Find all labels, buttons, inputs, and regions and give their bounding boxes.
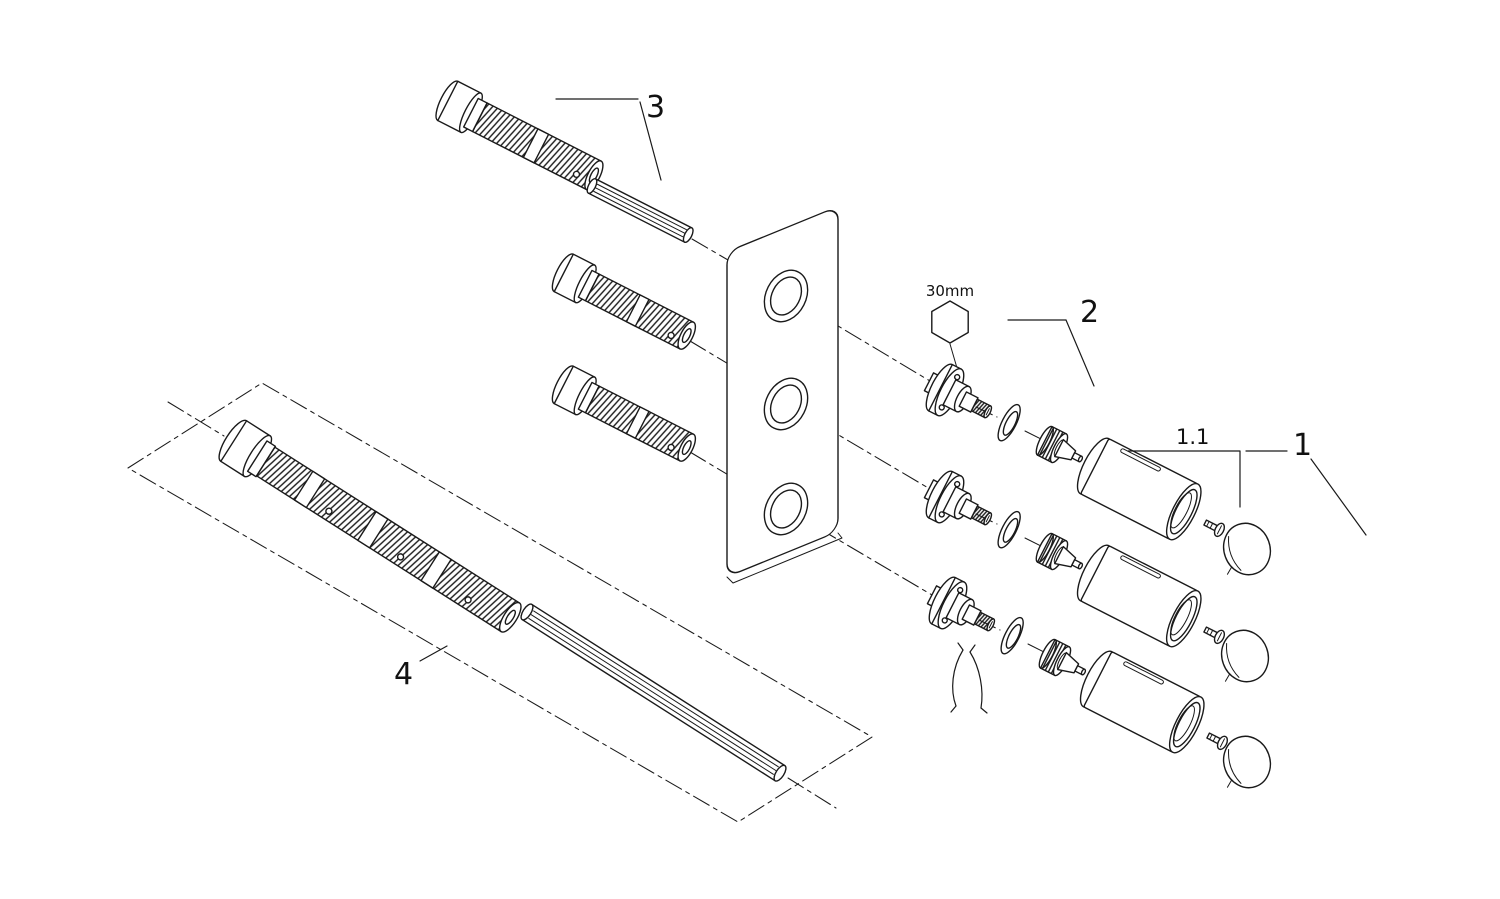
- callouts: 3 2 1.1 1 4: [394, 90, 1367, 692]
- label-3: 3: [646, 90, 665, 125]
- leader-1b: [1310, 458, 1367, 536]
- label-1: 1: [1293, 428, 1312, 463]
- wall-plate: [726, 210, 843, 584]
- valve-row-3: [926, 576, 1229, 754]
- splined-rod-short: [586, 177, 694, 244]
- cap-3: [1222, 735, 1272, 789]
- leader-1-1: [1127, 450, 1241, 508]
- extension-screw-top: [435, 80, 604, 191]
- installation-boundary: [127, 382, 873, 823]
- splined-rod-long: [520, 603, 787, 782]
- plate-opening-1: [763, 269, 809, 323]
- center-lines: [167, 238, 1047, 809]
- wall-plate-edge: [726, 532, 843, 584]
- extension-screw-long: [218, 419, 522, 633]
- valve-row-2: [923, 470, 1226, 648]
- leader-3b: [639, 101, 662, 181]
- cap-1: [1222, 522, 1272, 576]
- leader-4: [419, 645, 448, 662]
- plate-opening-2: [763, 377, 809, 431]
- valve-row-1: [923, 363, 1226, 541]
- label-2: 2: [1080, 295, 1099, 330]
- label-1-1: 1.1: [1176, 425, 1209, 449]
- wrench-size-label: 30mm: [926, 282, 974, 300]
- hex-wrench-marker: 30mm: [926, 282, 974, 369]
- retainer-clip: [950, 642, 988, 714]
- hex-icon: [931, 300, 969, 344]
- cap-2: [1220, 629, 1270, 683]
- extension-screw-middle-2: [551, 365, 697, 462]
- label-4: 4: [394, 657, 413, 692]
- extension-screw-middle-1: [551, 253, 697, 350]
- plate-opening-3: [763, 482, 809, 536]
- leader-2b: [1065, 319, 1095, 387]
